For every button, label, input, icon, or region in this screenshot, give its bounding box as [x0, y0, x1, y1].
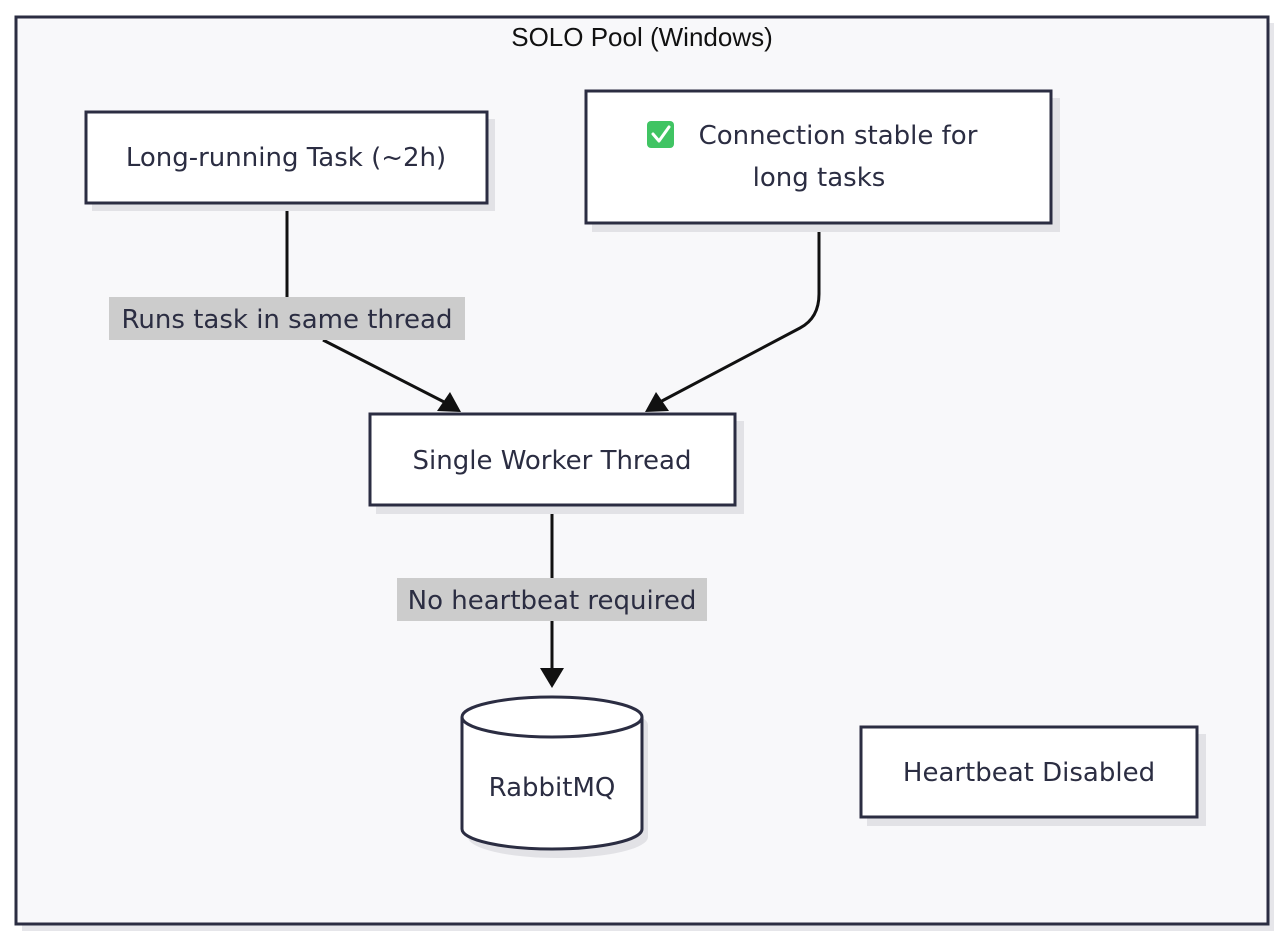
node-label: Heartbeat Disabled: [903, 758, 1155, 788]
node-label: Single Worker Thread: [413, 446, 692, 476]
check-mark-icon: [647, 121, 674, 148]
edge-worker-to-rabbitmq: No heartbeat required: [397, 505, 707, 688]
node-connection-stable: Connection stable for long tasks: [584, 89, 1060, 232]
node-label: RabbitMQ: [489, 773, 616, 803]
edge-label-background: [397, 578, 707, 621]
node-label: Long-running Task (~2h): [126, 143, 446, 173]
node-rabbitmq: RabbitMQ: [460, 695, 648, 858]
edge-label-background: [109, 297, 465, 340]
arrowhead-icon: [540, 668, 564, 688]
node-label-line-2: long tasks: [753, 163, 886, 193]
edge-line: [659, 223, 821, 404]
pool-title: SOLO Pool (Windows): [511, 22, 773, 52]
arrowhead-icon: [437, 392, 461, 412]
node-box: [368, 412, 737, 507]
arrowhead-icon: [645, 392, 669, 412]
edge-task-to-worker: Runs task in same thread: [109, 203, 465, 412]
node-box: [584, 89, 1053, 225]
node-heartbeat-disabled: Heartbeat Disabled: [859, 725, 1206, 826]
cylinder-rim: [460, 716, 644, 739]
edge-stable-to-worker: [645, 223, 821, 412]
edge-label: Runs task in same thread: [122, 305, 453, 335]
edge-label: No heartbeat required: [408, 586, 697, 616]
node-long-running-task: Long-running Task (~2h): [84, 110, 495, 211]
node-box: [84, 110, 489, 205]
node-label-line-1: Connection stable for: [699, 121, 978, 151]
node-box: [859, 725, 1199, 819]
edge-line: [322, 338, 451, 407]
node-single-worker-thread: Single Worker Thread: [368, 412, 744, 514]
